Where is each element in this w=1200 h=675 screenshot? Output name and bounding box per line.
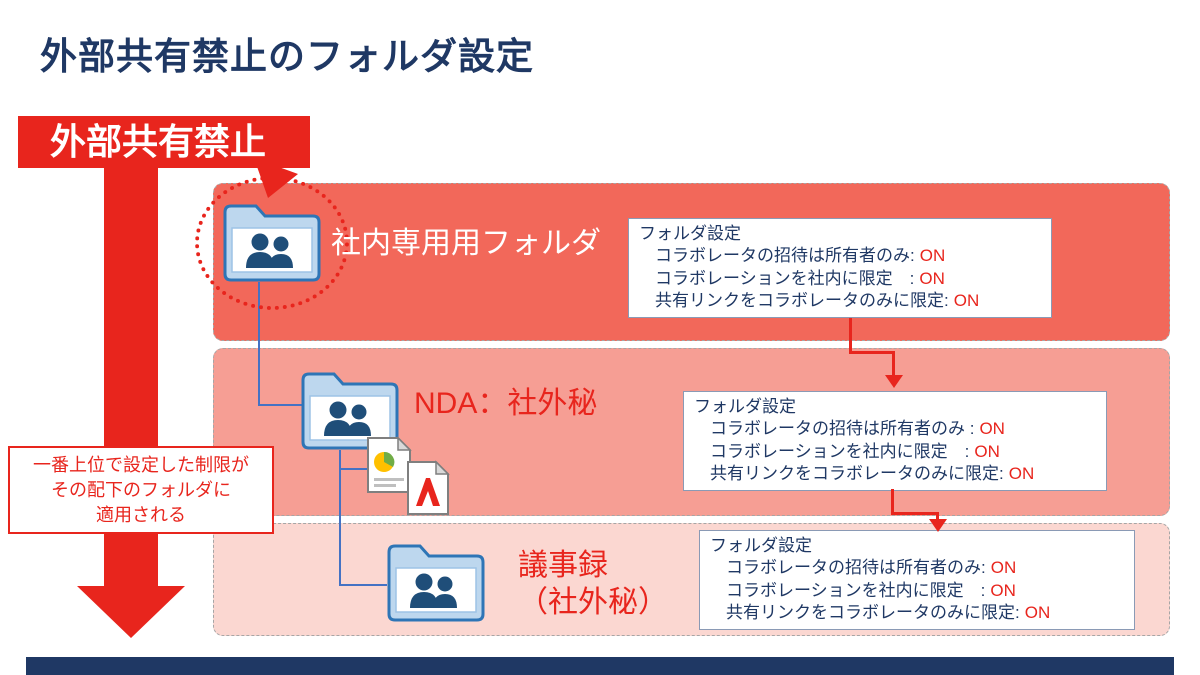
settings-row: コラボレーションを社内に限定 :ON	[639, 268, 1041, 290]
folder-label-nda: NDA：社外秘	[414, 387, 598, 420]
settings-row: コラボレーションを社内に限定 :ON	[710, 580, 1124, 602]
inheritance-note: 一番上位で設定した制限が その配下のフォルダに 適用される	[8, 446, 274, 535]
settings-label: コラボレーションを社内に限定 :	[710, 441, 970, 461]
settings-on-value: ON	[990, 580, 1016, 600]
connector-line	[258, 282, 260, 406]
folder-users-icon	[387, 544, 485, 622]
settings-label: 共有リンクをコラボレータのみに限定:	[726, 603, 1020, 623]
settings-title: フォルダ設定	[639, 224, 741, 243]
folder-users-icon	[301, 372, 399, 450]
connector-line	[339, 450, 341, 586]
settings-label: 共有リンクをコラボレータのみに限定:	[710, 464, 1004, 484]
page-title: 外部共有禁止のフォルダ設定	[40, 36, 534, 77]
settings-title: フォルダ設定	[694, 397, 796, 416]
folder-settings-box: フォルダ設定 コラボレータの招待は所有者のみ:ON コラボレーションを社内に限定…	[699, 530, 1135, 630]
settings-on-value: ON	[979, 419, 1005, 439]
settings-flow-arrow-segment	[936, 512, 939, 522]
settings-flow-arrow-segment	[892, 351, 895, 377]
pdf-document-icon	[407, 460, 450, 515]
settings-on-value: ON	[1024, 603, 1051, 623]
settings-on-value: ON	[1008, 464, 1035, 484]
settings-row: コラボレータの招待は所有者のみ :ON	[694, 418, 1096, 440]
settings-flow-arrow-segment	[891, 512, 939, 515]
prohibition-banner: 外部共有禁止	[18, 116, 310, 168]
chart-document-icon	[367, 436, 412, 493]
settings-label: コラボレーションを社内に限定 :	[655, 268, 915, 288]
settings-title: フォルダ設定	[710, 536, 812, 555]
settings-label: コラボレータの招待は所有者のみ:	[726, 558, 986, 578]
footer-bar	[26, 657, 1174, 675]
settings-on-value: ON	[974, 441, 1000, 461]
folder-settings-box: フォルダ設定 コラボレータの招待は所有者のみ :ON コラボレーションを社内に限…	[683, 391, 1107, 491]
settings-row: 共有リンクをコラボレータのみに限定:ON	[694, 463, 1096, 485]
settings-on-value: ON	[953, 291, 980, 311]
inheritance-arrow-head-icon	[77, 586, 185, 638]
settings-flow-arrow-segment	[891, 489, 894, 515]
settings-row: 共有リンクをコラボレータのみに限定:ON	[710, 602, 1124, 624]
connector-line	[258, 404, 302, 406]
settings-flow-arrowhead-icon	[885, 375, 903, 388]
settings-flow-arrow-segment	[849, 351, 895, 354]
settings-on-value: ON	[990, 558, 1017, 578]
settings-row: コラボレータの招待は所有者のみ:ON	[710, 557, 1124, 579]
settings-label: コラボレータの招待は所有者のみ:	[655, 246, 915, 266]
arrow-pointer-icon	[254, 158, 298, 198]
folder-settings-box: フォルダ設定 コラボレータの招待は所有者のみ:ON コラボレーションを社内に限定…	[628, 218, 1052, 318]
folder-label-internal: 社内専用用フォルダ	[331, 227, 601, 260]
settings-flow-arrowhead-icon	[929, 519, 947, 532]
settings-row: 共有リンクをコラボレータのみに限定:ON	[639, 290, 1041, 312]
settings-label: 共有リンクをコラボレータのみに限定:	[655, 291, 949, 311]
settings-flow-arrow-segment	[849, 318, 852, 354]
connector-line	[339, 584, 387, 586]
settings-label: コラボレータの招待は所有者のみ :	[710, 419, 975, 439]
folder-label-minutes: 議事録 （社外秘）	[518, 549, 668, 619]
settings-row: コラボレーションを社内に限定 :ON	[694, 441, 1096, 463]
settings-row: コラボレータの招待は所有者のみ:ON	[639, 245, 1041, 267]
settings-on-value: ON	[919, 246, 946, 266]
settings-on-value: ON	[919, 268, 945, 288]
settings-label: コラボレーションを社内に限定 :	[726, 580, 986, 600]
connector-line	[339, 468, 369, 470]
